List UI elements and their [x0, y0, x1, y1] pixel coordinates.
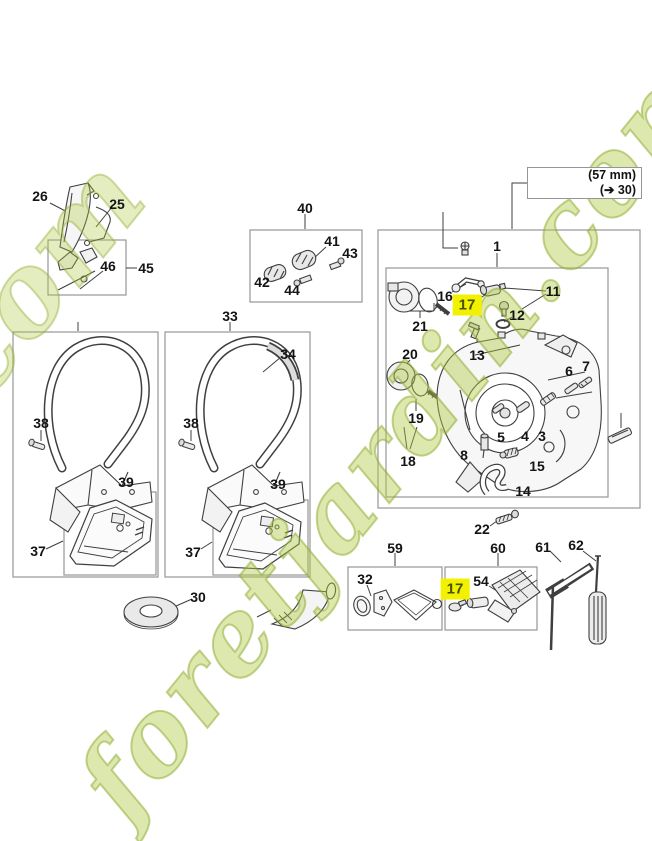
- box-handle-right: [164, 331, 311, 578]
- part-label-54[interactable]: 54: [473, 573, 489, 589]
- lever-spring-parts-45-46: [57, 247, 98, 291]
- part-label-32[interactable]: 32: [357, 571, 373, 587]
- part-label-20[interactable]: 20: [402, 346, 418, 362]
- washer-part-30: [123, 596, 179, 630]
- part-label-1[interactable]: 1: [493, 238, 501, 254]
- part-label-13[interactable]: 13: [469, 347, 485, 363]
- part-label-62[interactable]: 62: [568, 537, 584, 553]
- part-label-3[interactable]: 3: [538, 428, 546, 444]
- air-filter-part-54: [487, 569, 541, 623]
- crankcase-drawing: [436, 328, 602, 493]
- part-label-21[interactable]: 21: [412, 318, 428, 334]
- part-label-38-right[interactable]: 38: [183, 415, 199, 431]
- parts-diagram-page: { "watermark": { "main": "foretjardin.co…: [0, 21, 652, 841]
- part-label-14[interactable]: 14: [515, 483, 531, 499]
- part-label-43[interactable]: 43: [342, 245, 358, 261]
- part-label-38-left[interactable]: 38: [33, 415, 49, 431]
- part-label-5[interactable]: 5: [497, 429, 505, 445]
- intake-elbow-hose: [270, 582, 337, 630]
- pins-studs-parts-3-7: [492, 376, 593, 414]
- part-label-39-left[interactable]: 39: [118, 474, 134, 490]
- part-label-30[interactable]: 30: [190, 589, 206, 605]
- part-label-33[interactable]: 33: [222, 308, 238, 324]
- gasket-set-part-32: [353, 589, 443, 621]
- screw-part-22: [495, 509, 519, 525]
- note-line-1: (57 mm): [588, 168, 636, 182]
- part-label-44[interactable]: 44: [284, 282, 300, 298]
- hand-guard-part-26: [59, 182, 100, 253]
- part-label-37-left[interactable]: 37: [30, 543, 46, 559]
- part-label-42[interactable]: 42: [254, 274, 270, 290]
- part-label-7[interactable]: 7: [582, 358, 590, 374]
- combination-wrench-part-61: [545, 562, 595, 651]
- part-label-41[interactable]: 41: [324, 233, 340, 249]
- screw-part-1: [460, 241, 470, 256]
- oil-pump-group-part-21: [387, 281, 451, 316]
- brake-rod-part-25: [83, 206, 111, 247]
- box-40: [249, 229, 363, 303]
- part-label-12[interactable]: 12: [509, 307, 525, 323]
- part-label-18[interactable]: 18: [400, 453, 416, 469]
- part-label-16[interactable]: 16: [437, 288, 453, 304]
- part-label-34[interactable]: 34: [280, 346, 296, 362]
- part-label-22[interactable]: 22: [474, 521, 490, 537]
- part-label-17-filter[interactable]: 17: [440, 578, 470, 600]
- valve-part-17-main: [479, 282, 507, 297]
- part-label-59[interactable]: 59: [387, 540, 403, 556]
- grommet-parts-11-12: [495, 300, 511, 329]
- part-label-39-right[interactable]: 39: [270, 476, 286, 492]
- grommet-part-17-filter: [448, 596, 489, 612]
- valve-part-15: [499, 446, 519, 459]
- box-handle-left: [12, 331, 159, 578]
- exploded-parts-drawing: [12, 170, 641, 651]
- part-label-26[interactable]: 26: [32, 188, 48, 204]
- note-line-2: (➔ 30): [599, 183, 636, 197]
- part-label-8[interactable]: 8: [460, 447, 468, 463]
- handle-grip-part-34: [266, 341, 300, 382]
- part-label-6[interactable]: 6: [565, 363, 573, 379]
- oil-pump-group-parts-18-19-20: [386, 361, 442, 401]
- part-label-25[interactable]: 25: [109, 196, 125, 212]
- part-label-61[interactable]: 61: [535, 539, 551, 555]
- box-outer-assembly: [377, 229, 641, 509]
- springs-screws-parts-41-44: [263, 249, 345, 287]
- hose-part-14: [479, 463, 509, 496]
- box-crankcase-group: [385, 267, 609, 498]
- part-label-60[interactable]: 60: [490, 540, 506, 556]
- part-label-45[interactable]: 45: [138, 260, 154, 276]
- plug-part-8: [480, 433, 489, 459]
- part-label-46[interactable]: 46: [100, 258, 116, 274]
- screwdriver-part-62: [588, 555, 607, 645]
- screw-part-13: [467, 321, 481, 340]
- part-label-37-right[interactable]: 37: [185, 544, 201, 560]
- note-box-57mm: (57 mm) (➔ 30): [527, 167, 642, 199]
- part-label-19[interactable]: 19: [408, 410, 424, 426]
- pin-right-of-crankcase: [607, 427, 633, 444]
- part-label-11[interactable]: 11: [545, 283, 561, 299]
- part-label-17-main[interactable]: 17: [452, 294, 482, 316]
- part-label-4[interactable]: 4: [521, 428, 529, 444]
- part-label-15[interactable]: 15: [529, 458, 545, 474]
- part-label-40[interactable]: 40: [297, 200, 313, 216]
